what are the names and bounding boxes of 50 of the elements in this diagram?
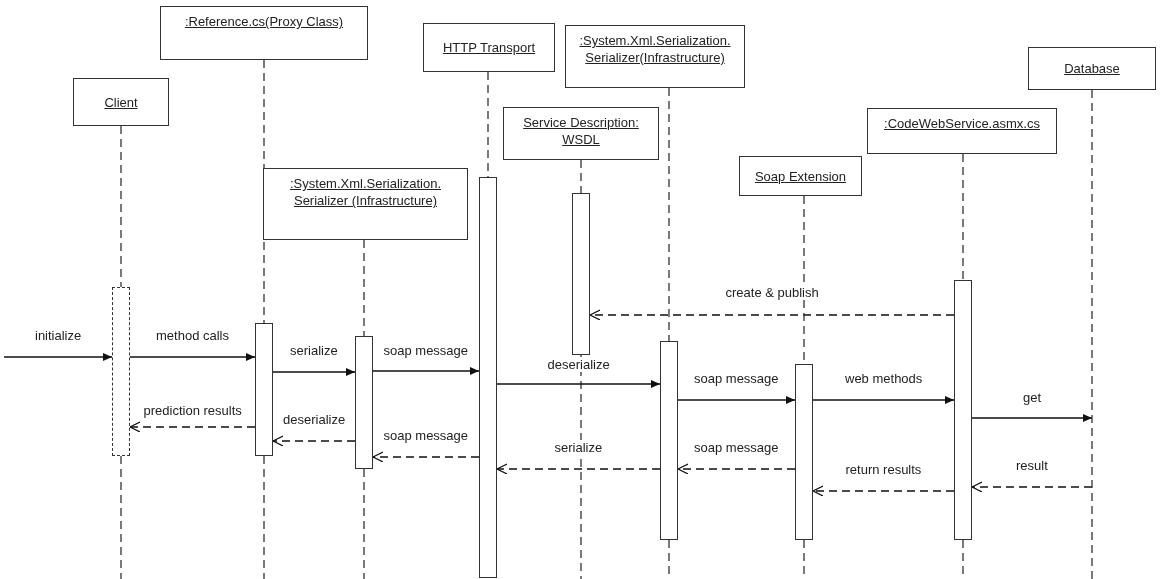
- message-arrow: [129, 353, 256, 361]
- activation-bar: [355, 336, 373, 469]
- object-box: :CodeWebService.asmx.cs: [867, 108, 1057, 154]
- message-label: deserialize: [545, 357, 612, 372]
- lifeline: [363, 239, 365, 337]
- return-message-arrow: [812, 485, 955, 497]
- object-box: :Reference.cs(Proxy Class): [160, 6, 368, 60]
- activation-bar: [572, 193, 590, 355]
- message-arrow: [812, 396, 955, 404]
- object-box: Service Description: WSDL: [503, 107, 659, 160]
- message-arrow: [372, 367, 480, 375]
- activation-bar: [255, 323, 273, 456]
- activation-bar: [660, 341, 678, 540]
- return-message-arrow: [589, 309, 955, 321]
- lifeline: [580, 159, 582, 194]
- return-message-arrow: [496, 463, 661, 475]
- lifeline: [668, 87, 670, 342]
- activation-bar: [954, 280, 972, 540]
- activation-bar: [112, 287, 130, 456]
- message-label: serialize: [288, 343, 340, 358]
- return-message-arrow: [677, 463, 796, 475]
- message-label: prediction results: [141, 403, 244, 418]
- return-message-arrow: [272, 435, 356, 447]
- message-label: get: [1021, 390, 1044, 405]
- message-arrow: [3, 353, 113, 361]
- message-label: result: [1014, 458, 1050, 473]
- return-message-arrow: [372, 451, 480, 463]
- message-label: deserialize: [281, 412, 348, 427]
- object-box: :System.Xml.Serialization. Serializer(Infrastructure): [565, 25, 745, 88]
- activation-bar: [479, 177, 497, 578]
- return-message-arrow: [971, 481, 1093, 493]
- message-label: web methods: [843, 371, 925, 386]
- message-arrow: [971, 414, 1093, 422]
- message-label: serialize: [552, 440, 605, 455]
- message-arrow: [272, 368, 356, 376]
- object-box: Database: [1028, 47, 1156, 90]
- message-arrow: [496, 380, 661, 388]
- message-label: create & publish: [723, 285, 821, 300]
- object-box: Client: [73, 78, 169, 126]
- activation-bar: [795, 364, 813, 540]
- object-box: Soap Extension: [739, 156, 862, 196]
- message-label: initialize: [33, 328, 84, 343]
- lifeline: [962, 153, 964, 281]
- message-label: method calls: [154, 328, 231, 343]
- message-label: return results: [843, 462, 924, 477]
- object-box: :System.Xml.Serialization. Serializer (Infrastructure): [263, 168, 468, 240]
- lifeline: [120, 125, 122, 288]
- return-message-arrow: [129, 421, 256, 433]
- message-arrow: [677, 396, 796, 404]
- object-box: HTTP Transport: [423, 23, 555, 72]
